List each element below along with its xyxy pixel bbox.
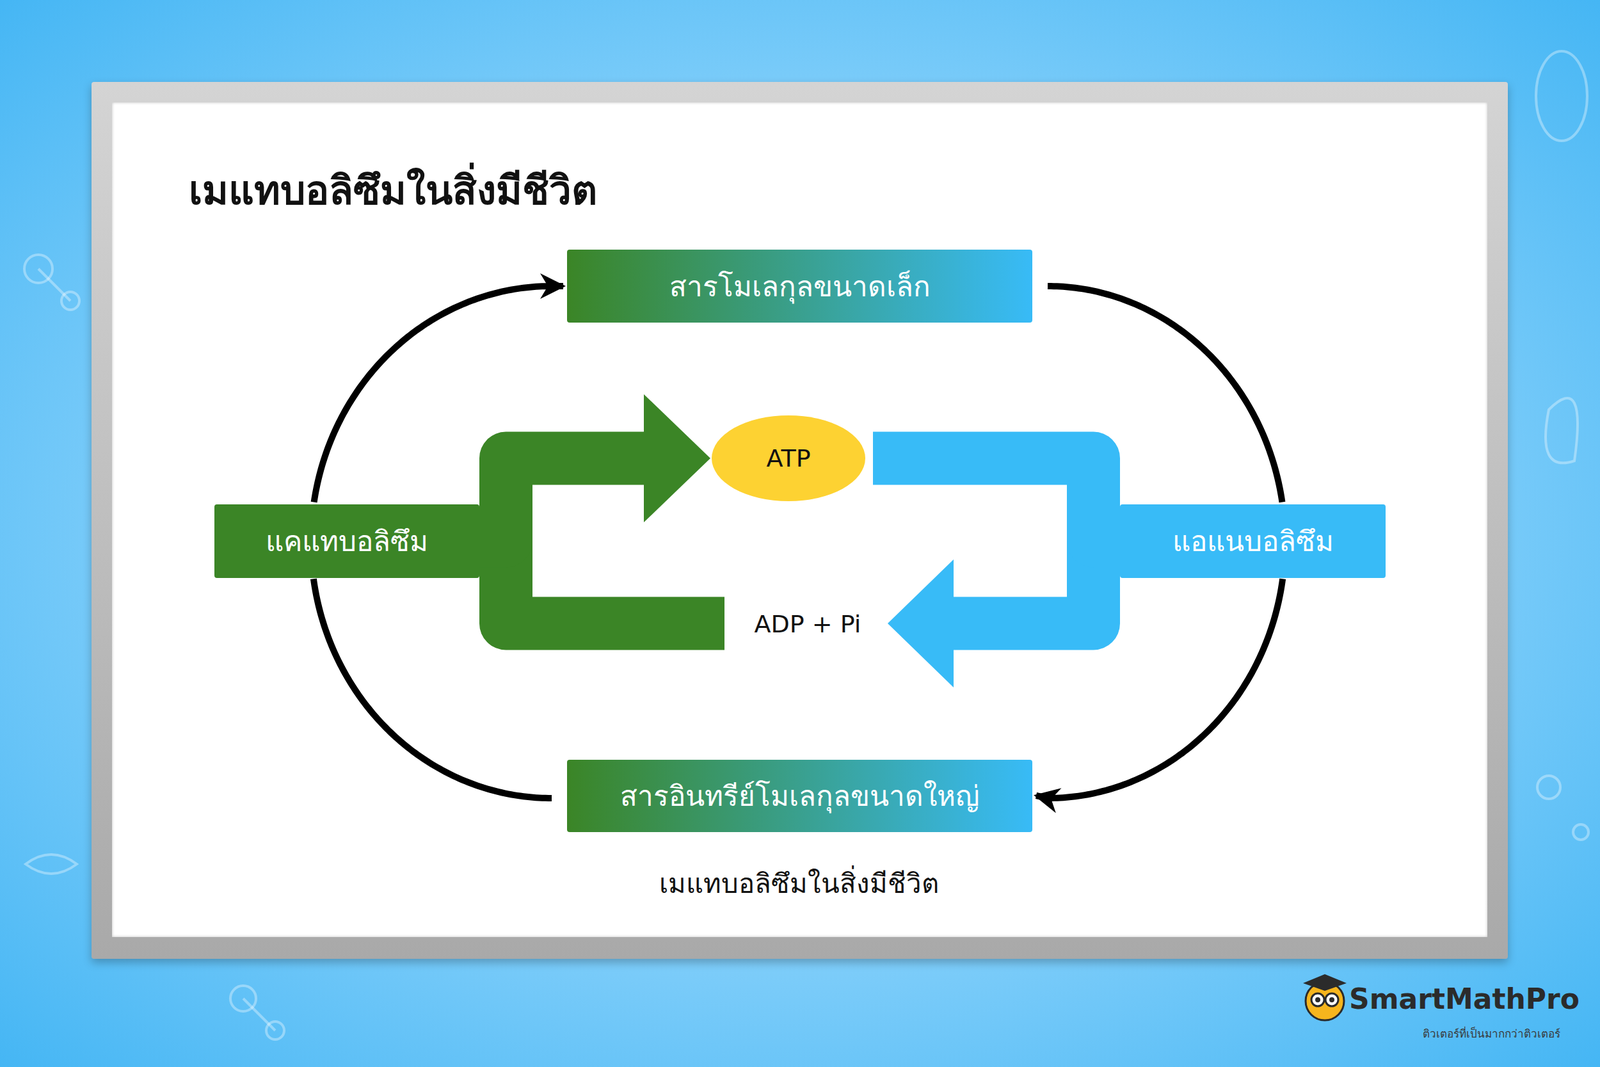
cycle-arrow xyxy=(872,458,1120,541)
cycle-arrowhead xyxy=(643,394,711,523)
ellipse-fill xyxy=(711,415,866,502)
cycle-band xyxy=(506,540,726,624)
cycle-arrow xyxy=(479,458,644,541)
node-label: แคแทบอลิซึม xyxy=(265,518,429,564)
energy-ellipse: ATP xyxy=(711,415,866,502)
process-box: แอแนบอลิซึม xyxy=(1120,504,1386,578)
process-box: แคแทบอลิซึม xyxy=(214,504,480,578)
node-label: สารอินทรีย์โมเลกุลขนาดใหญ่ xyxy=(620,773,980,818)
diagram-title: เมแทบอลิซึมในสิ่งมีชีวิต xyxy=(188,158,598,222)
cycle-arc xyxy=(1036,578,1283,799)
arrowhead-group xyxy=(643,394,954,688)
logo-owl xyxy=(1303,974,1347,1021)
node-label: สารโมเลกุลขนาดเล็ก xyxy=(669,263,931,309)
cycle-arrowhead xyxy=(887,559,954,688)
cycle-arc xyxy=(313,578,552,799)
background-doodles xyxy=(24,51,1589,1040)
logo-text: SmartMathPro xyxy=(1349,982,1580,1016)
logo-tagline: ติวเตอร์ที่เป็นมากกว่าติวเตอร์ xyxy=(1422,1024,1561,1042)
diagram-caption: เมแทบอลิซึมในสิ่งมีชีวิต xyxy=(659,862,939,905)
molecule-box: สารโมเลกุลขนาดเล็ก xyxy=(567,249,1033,323)
molecule-box: สารอินทรีย์โมเลกุลขนาดใหญ่ xyxy=(567,759,1033,832)
node-label: แอแนบอลิซึม xyxy=(1172,518,1334,564)
molecule-label: ADP + Pi xyxy=(754,609,862,639)
node-label: ATP xyxy=(766,444,811,473)
